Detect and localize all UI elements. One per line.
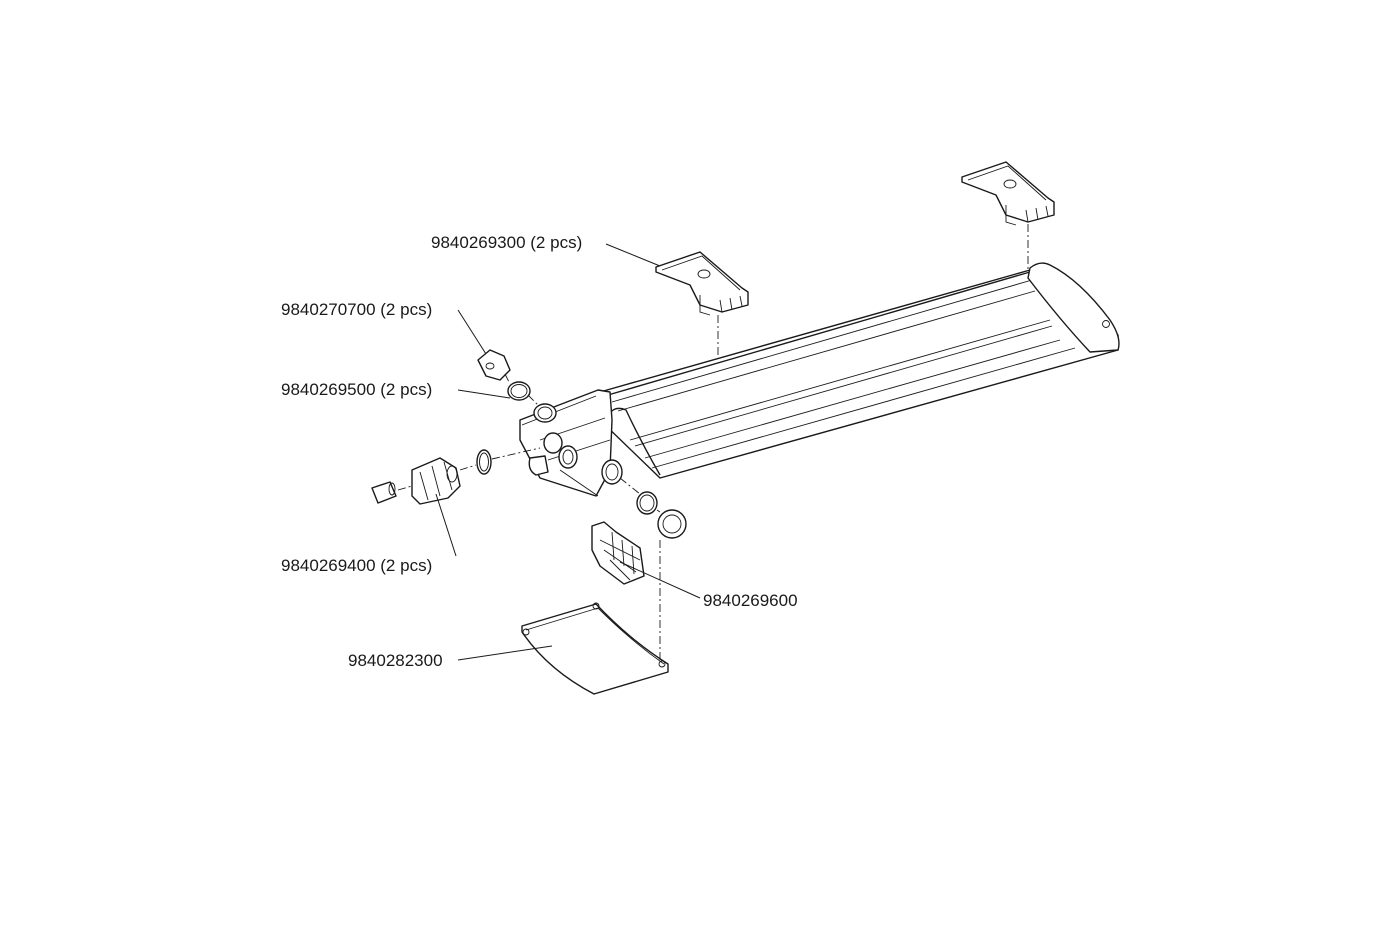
- connection-box: [519, 389, 623, 497]
- label-cable-gland: 9840269400 (2 pcs): [281, 556, 432, 575]
- cable-gland: [371, 457, 461, 505]
- seal-ring-lower: [636, 491, 658, 515]
- label-mounting-bracket: 9840269300 (2 pcs): [431, 233, 582, 252]
- label-seal-ring: 9840269500 (2 pcs): [281, 380, 432, 399]
- seal-ring-upper: [507, 381, 531, 401]
- mounting-bracket-near: [655, 251, 749, 316]
- leader-lines: [435, 243, 701, 661]
- mounting-bracket-far: [961, 161, 1055, 226]
- assembly-centerlines: [397, 224, 1029, 660]
- luminaire-housing: [599, 262, 1120, 479]
- label-end-cover: 9840282300: [348, 651, 443, 670]
- seal-ring-middle: [476, 449, 492, 475]
- label-terminal-block: 9840269600: [703, 591, 798, 610]
- end-cover: [521, 602, 669, 695]
- label-blind-plug: 9840270700 (2 pcs): [281, 300, 432, 319]
- blind-plug-lower: [657, 509, 687, 539]
- blind-plug: [477, 349, 511, 381]
- terminal-block: [591, 521, 645, 585]
